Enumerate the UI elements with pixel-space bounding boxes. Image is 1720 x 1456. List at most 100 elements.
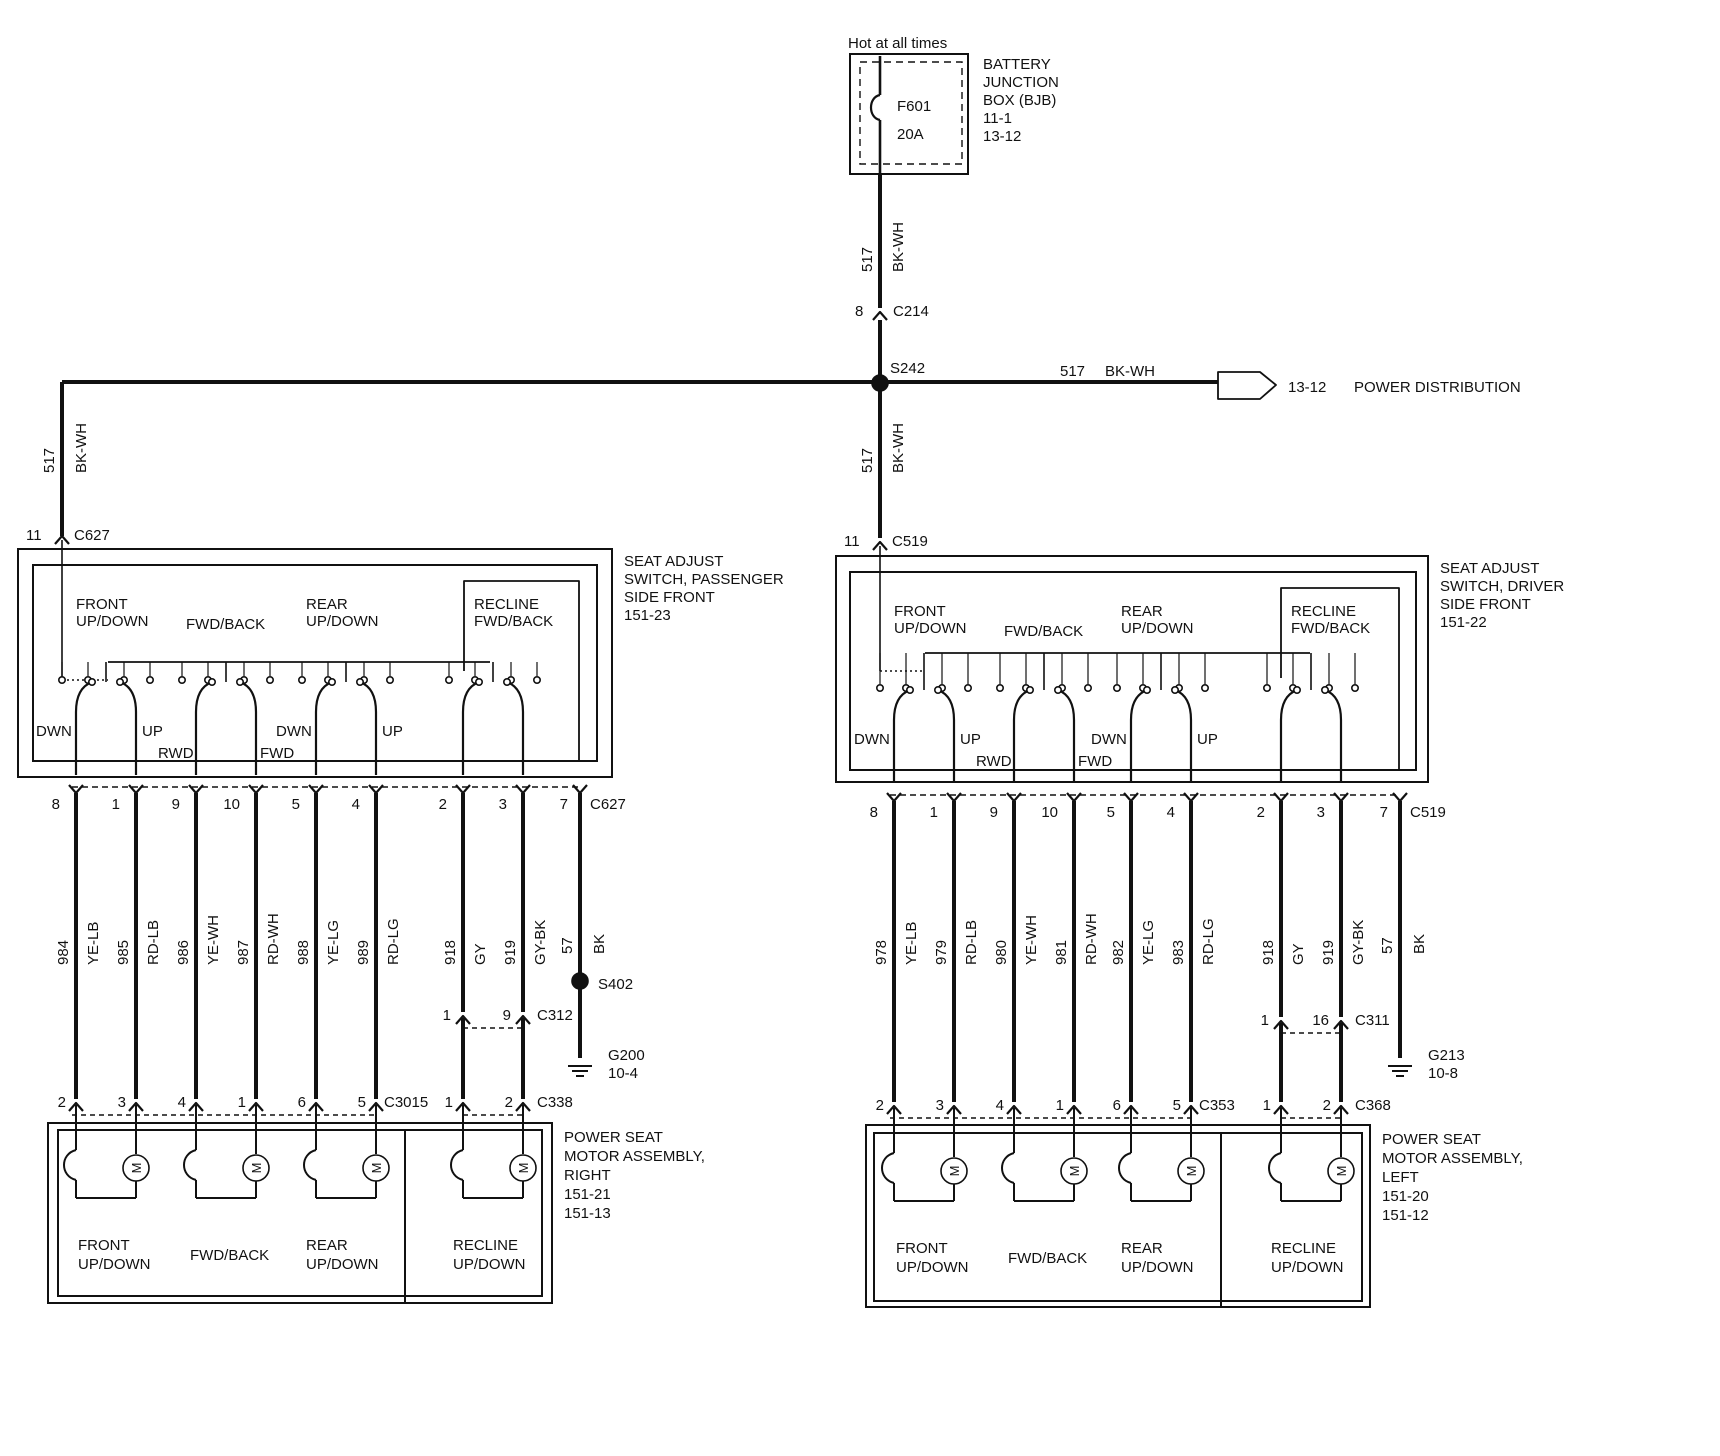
power-distribution-ref: 13-12 xyxy=(1288,379,1326,396)
switch-output-pin: 5 xyxy=(292,796,300,813)
bjb-box xyxy=(849,53,969,175)
motor-m-glyph: M xyxy=(129,1163,144,1174)
wire-circuit-number: 979 xyxy=(933,940,950,965)
motor-function-label: UP/DOWN xyxy=(78,1256,151,1273)
ground-color: BK xyxy=(1411,934,1428,954)
motor-function-label: REAR xyxy=(306,1237,348,1254)
switch-terminal xyxy=(532,675,541,684)
wire-circuit-number: 989 xyxy=(355,940,372,965)
motor-connector-arrow xyxy=(1006,1104,1022,1115)
motor-m-glyph: M xyxy=(369,1163,384,1174)
switch-terminal xyxy=(875,683,884,692)
switch-terminal xyxy=(1084,683,1093,692)
motor-m-glyph: M xyxy=(1334,1166,1349,1177)
label-layer: Hot at all timesF60120ABATTERYJUNCTIONBO… xyxy=(26,35,1564,1276)
motor-function-label: UP/DOWN xyxy=(453,1256,526,1273)
inline-connector-pin: 1 xyxy=(1261,1012,1269,1029)
motor-connector-arrow xyxy=(1333,1104,1349,1115)
switch-output-pin: 3 xyxy=(1317,804,1325,821)
feed-circuit-number: 517 xyxy=(859,247,876,272)
wire-color-code: RD-LG xyxy=(1200,918,1217,965)
switch-output-pin: 3 xyxy=(499,796,507,813)
motor-connector-pin: 5 xyxy=(1173,1097,1181,1114)
switch-title-line: SEAT ADJUST xyxy=(624,553,723,570)
switch-section-label: FRONT xyxy=(76,596,128,613)
wire-circuit-number: 918 xyxy=(442,940,459,965)
switch-output-pin: 1 xyxy=(112,796,120,813)
bjb-name-line: 13-12 xyxy=(983,128,1021,145)
motor-connector-b-label: C368 xyxy=(1355,1097,1391,1114)
switch-output-pin-arrow xyxy=(188,784,204,795)
switch-title-line: SEAT ADJUST xyxy=(1440,560,1539,577)
switch-title-line: 151-23 xyxy=(624,607,671,624)
motor-connector-arrow xyxy=(1066,1104,1082,1115)
motor-connector-pin: 3 xyxy=(118,1094,126,1111)
motor-connector-arrow xyxy=(1273,1104,1289,1115)
motor-connector-pin: 2 xyxy=(58,1094,66,1111)
inline-connector-label: C312 xyxy=(537,1007,573,1024)
switch-output-pin-arrow xyxy=(886,792,902,803)
motor-title-line: RIGHT xyxy=(564,1167,611,1184)
ground-pin-arrow xyxy=(572,784,588,795)
switch-contact xyxy=(905,685,914,694)
motor-m-glyph: M xyxy=(1184,1166,1199,1177)
switch-terminal xyxy=(1263,683,1272,692)
switch-output-pin: 9 xyxy=(990,804,998,821)
switch-direction-label: UP xyxy=(960,731,981,748)
motor-breaker-symbol xyxy=(450,1149,464,1181)
motor-title-line: LEFT xyxy=(1382,1169,1419,1186)
inline-connector-arrow xyxy=(1273,1019,1289,1030)
switch-contact xyxy=(116,677,125,686)
motor-title-line: MOTOR ASSEMBLY, xyxy=(1382,1150,1523,1167)
switch-terminal xyxy=(385,675,394,684)
switch-output-pin: 1 xyxy=(930,804,938,821)
switch-input-connector: C627 xyxy=(74,527,110,544)
recline-section-box xyxy=(1280,587,1400,770)
switch-input-connector-arrow xyxy=(54,534,70,545)
motor-connector-arrow xyxy=(68,1101,84,1112)
motor-breaker-symbol xyxy=(881,1152,895,1184)
switch-output-pin-arrow xyxy=(128,784,144,795)
motor-title-line: 151-20 xyxy=(1382,1188,1429,1205)
ground-pin: 7 xyxy=(560,796,568,813)
motor-connector-arrow xyxy=(455,1101,471,1112)
motor-assembly-inner-box xyxy=(873,1132,1363,1302)
switch-output-pin-arrow xyxy=(1183,792,1199,803)
motor-connector-arrow xyxy=(188,1101,204,1112)
switch-direction-label: UP xyxy=(1197,731,1218,748)
inline-connector-arrow xyxy=(515,1014,531,1025)
wire-color-code: YE-WH xyxy=(1023,915,1040,965)
s242-label: S242 xyxy=(890,360,925,377)
ground-circuit: 57 xyxy=(559,937,576,954)
wire-circuit-number: 988 xyxy=(295,940,312,965)
wire-circuit-number: 980 xyxy=(993,940,1010,965)
switch-input-pin: 11 xyxy=(26,527,42,544)
feed-wire-color: BK-WH xyxy=(890,222,907,272)
fuse-symbol xyxy=(869,93,881,122)
switch-terminal xyxy=(444,675,453,684)
wire-circuit-number: 986 xyxy=(175,940,192,965)
switch-section-label: REAR xyxy=(1121,603,1163,620)
wire-color-code: YE-WH xyxy=(205,915,222,965)
motor-function-label: UP/DOWN xyxy=(306,1256,379,1273)
motor-function-label: UP/DOWN xyxy=(1271,1259,1344,1276)
motor-connector-arrow xyxy=(515,1101,531,1112)
ground-pin-arrow xyxy=(1392,792,1408,803)
wire-color-code: YE-LB xyxy=(903,922,920,965)
switch-output-pin: 10 xyxy=(1041,804,1058,821)
driver-input-circuit: 517 xyxy=(859,448,876,473)
wire-color-code: RD-WH xyxy=(1083,913,1100,965)
motor-breaker-symbol xyxy=(1268,1152,1282,1184)
switch-direction-label: FWD xyxy=(1078,753,1112,770)
switch-output-pin-arrow xyxy=(68,784,84,795)
switch-output-connector: C627 xyxy=(590,796,626,813)
wire-color-code: RD-WH xyxy=(265,913,282,965)
fuse-rating: 20A xyxy=(897,126,924,143)
switch-output-pin-arrow xyxy=(308,784,324,795)
motor-breaker-symbol xyxy=(183,1149,197,1181)
motor-function-label: RECLINE xyxy=(1271,1240,1336,1257)
switch-output-pin-arrow xyxy=(946,792,962,803)
motor-title-line: 151-13 xyxy=(564,1205,611,1222)
wire-color-code: GY-BK xyxy=(532,920,549,965)
driver-input-color: BK-WH xyxy=(890,423,907,473)
